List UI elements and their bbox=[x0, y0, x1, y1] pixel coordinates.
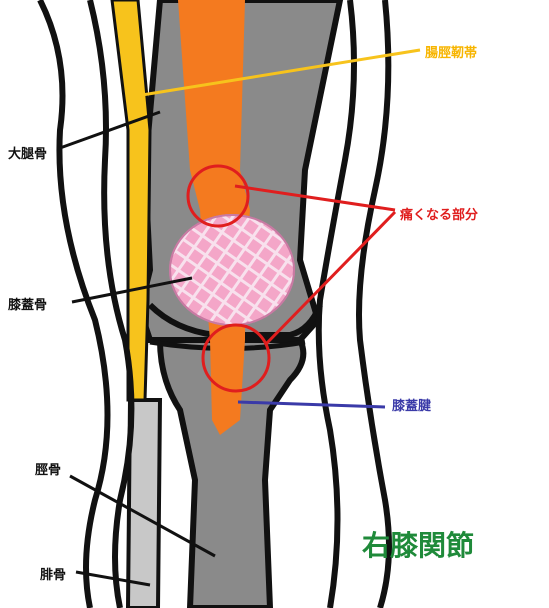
pointer-patellar-tendon bbox=[237, 400, 386, 409]
pain-circle-lower bbox=[201, 323, 271, 393]
leg-outline-right-outer bbox=[356, 0, 392, 608]
label-tibia: 脛骨 bbox=[35, 463, 61, 478]
patella bbox=[169, 214, 295, 326]
tibia-bone bbox=[156, 337, 307, 608]
label-patella: 膝蓋骨 bbox=[7, 297, 47, 313]
label-fibula: 腓骨 bbox=[40, 567, 66, 583]
pain-circle-upper bbox=[186, 164, 250, 228]
diagram-title: 右膝関節 bbox=[362, 529, 474, 562]
pointer-iliotibial-band bbox=[141, 48, 421, 97]
pointer-fibula bbox=[75, 570, 151, 587]
pointer-patella bbox=[71, 276, 193, 304]
label-patellar-tendon: 膝蓋腱 bbox=[391, 398, 432, 414]
pointer-femur bbox=[59, 110, 161, 150]
leg-outline-left-outer bbox=[37, 0, 111, 608]
label-iliotibial-band: 腸脛靭帯 bbox=[425, 45, 477, 61]
label-pain-area: 痛くなる部分 bbox=[399, 207, 478, 223]
leg-outline-right-inner bbox=[315, 0, 357, 608]
leg-outline-left-inner bbox=[87, 0, 135, 608]
pointer-pain-upper bbox=[234, 184, 396, 212]
fibula-bone bbox=[125, 398, 163, 608]
pointer-tibia bbox=[69, 474, 216, 558]
pointer-pain-lower bbox=[263, 210, 397, 347]
label-femur: 大腿骨 bbox=[8, 146, 47, 162]
iliotibial-band bbox=[110, 0, 152, 402]
